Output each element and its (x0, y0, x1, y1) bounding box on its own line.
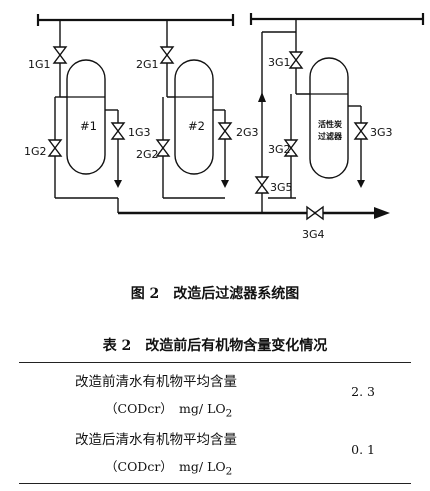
flow-arrow-up-bypass (258, 92, 266, 102)
table-row: 改造前清水有机物平均含量 （CODcr） mg/ LO2 2. 3 (19, 366, 411, 424)
figure-caption: 图 2 改造后过滤器系统图 (130, 286, 300, 302)
row-unit: （CODcr） mg/ LO2 (105, 401, 233, 420)
table-bottom-rule (19, 483, 411, 484)
filter-3-vessel (309, 57, 349, 179)
valve-label-2g2: 2G2 (136, 148, 159, 161)
valve-3g4 (306, 206, 324, 220)
valve-label-3g5: 3G5 (270, 181, 293, 194)
filter-3-label-line1: 活性炭 (318, 119, 342, 129)
filter-3-label-line2: 过滤器 (318, 131, 343, 141)
valve-1g3 (111, 122, 125, 140)
flow-arrow-down-1 (114, 180, 122, 188)
filter-2-label: #2 (188, 119, 205, 133)
filter-2-vessel (174, 59, 214, 175)
row-name: 改造前清水有机物平均含量 (75, 374, 237, 390)
filter-system-diagram: #1 #2 活性炭 过滤器 (24, 13, 425, 241)
table-top-rule (19, 362, 411, 363)
valve-2g2 (156, 139, 170, 157)
filter-1-vessel (66, 59, 106, 175)
valve-1g2 (48, 139, 62, 157)
table-caption: 表 2 改造前后有机物含量变化情况 (102, 338, 328, 354)
valve-2g1 (160, 46, 174, 64)
outlet-arrow (374, 207, 390, 219)
row-unit: （CODcr） mg/ LO2 (105, 459, 233, 478)
valve-3g5 (255, 176, 269, 194)
row-value: 2. 3 (351, 384, 375, 399)
valve-3g3 (354, 122, 368, 140)
valve-2g3 (218, 122, 232, 140)
row-name: 改造后清水有机物平均含量 (75, 432, 237, 448)
valve-label-2g1: 2G1 (136, 58, 159, 71)
top-header-pipes (36, 13, 425, 26)
valve-label-2g3: 2G3 (236, 126, 259, 139)
valve-label-3g1: 3G1 (268, 56, 291, 69)
filter-1-label: #1 (80, 119, 97, 133)
table-row: 改造后清水有机物平均含量 （CODcr） mg/ LO2 0. 1 (19, 424, 411, 482)
valve-1g1 (53, 46, 67, 64)
valve-label-1g1: 1G1 (28, 58, 51, 71)
flow-arrow-down-3 (357, 180, 365, 188)
valve-label-1g2: 1G2 (24, 145, 47, 158)
valve-3g1 (289, 51, 303, 69)
valve-label-3g3: 3G3 (370, 126, 393, 139)
row-value: 0. 1 (351, 442, 375, 457)
flow-arrow-down-2 (221, 180, 229, 188)
valve-label-1g3: 1G3 (128, 126, 151, 139)
valve-label-3g2: 3G2 (268, 143, 291, 156)
valve-label-3g4: 3G4 (302, 228, 325, 241)
